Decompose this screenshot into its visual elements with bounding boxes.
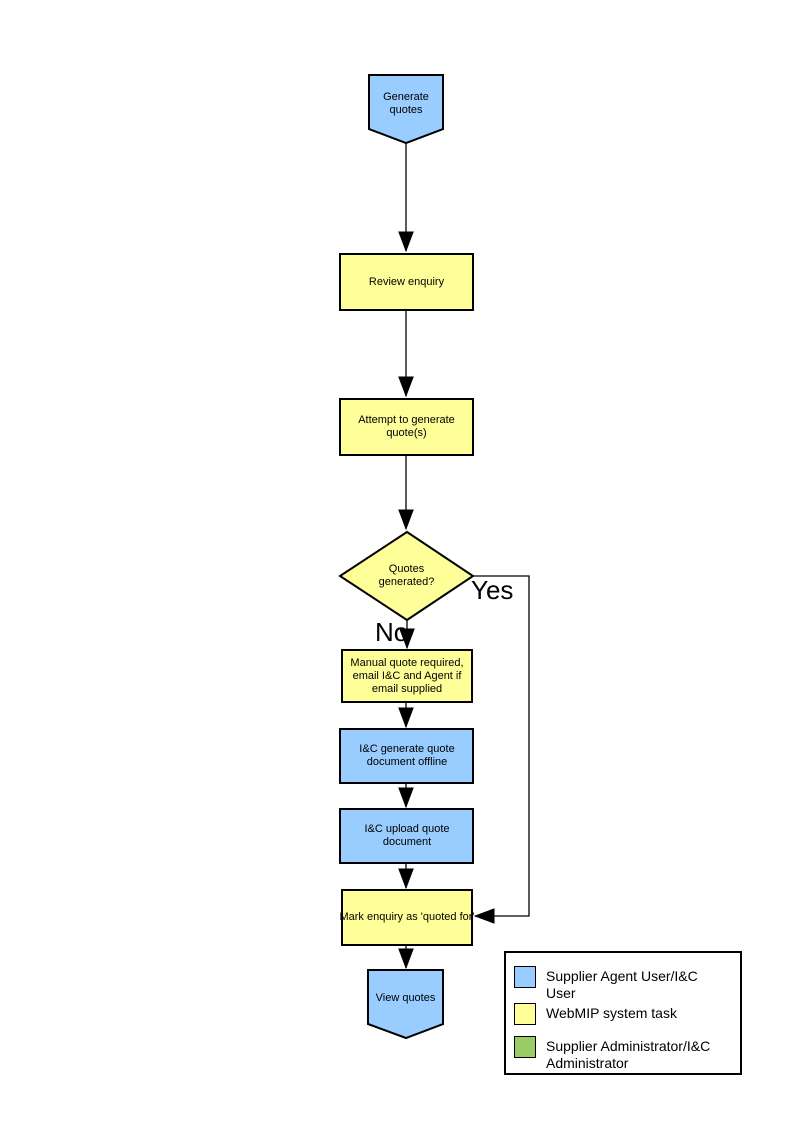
- ic-generate-offline-label: I&C generate quote document offline: [359, 743, 455, 768]
- yes-branch-label: Yes: [471, 575, 514, 605]
- review-enquiry-box: [339, 253, 474, 311]
- legend-item-agent-user: Supplier Agent User/I&C User: [514, 966, 729, 1002]
- legend-box: Supplier Agent User/I&C User WebMIP syst…: [504, 951, 742, 1075]
- legend-label-administrator: Supplier Administrator/I&C Administrator: [546, 1038, 711, 1071]
- decision-diamond: [338, 530, 475, 622]
- no-branch-label: No: [375, 617, 409, 647]
- legend-label-webmip-task: WebMIP system task: [546, 1005, 677, 1021]
- blue-swatch: [514, 966, 536, 988]
- legend-item-webmip-task: WebMIP system task: [514, 1003, 729, 1025]
- manual-quote-box: [341, 649, 473, 703]
- end-terminal-label: View quotes: [375, 991, 436, 1004]
- ic-upload-box: [339, 808, 474, 864]
- mark-quoted-label: Mark enquiry as 'quoted for': [339, 911, 475, 923]
- green-swatch: [514, 1036, 536, 1058]
- ic-upload-label: I&C upload quote document: [364, 823, 450, 848]
- start-terminal-label: Generate quotes: [383, 90, 429, 116]
- review-enquiry-label: Review enquiry: [368, 275, 445, 288]
- ic-generate-offline-box: [339, 728, 474, 784]
- end-terminal-shape: [367, 969, 444, 1040]
- decision-label: Quotes generated?: [378, 563, 435, 588]
- legend-item-administrator: Supplier Administrator/I&C Administrator: [514, 1036, 729, 1072]
- manual-quote-label: Manual quote required, email I&C and Age…: [350, 656, 464, 695]
- yellow-swatch: [514, 1003, 536, 1025]
- legend-label-agent-user: Supplier Agent User/I&C User: [546, 968, 698, 1001]
- connector-decision-yes-to-mark: [473, 575, 530, 924]
- start-terminal-shape: [368, 74, 444, 145]
- attempt-generate-box: [339, 398, 474, 456]
- mark-quoted-box: [341, 889, 473, 946]
- attempt-generate-label: Attempt to generate quote(s): [358, 414, 455, 439]
